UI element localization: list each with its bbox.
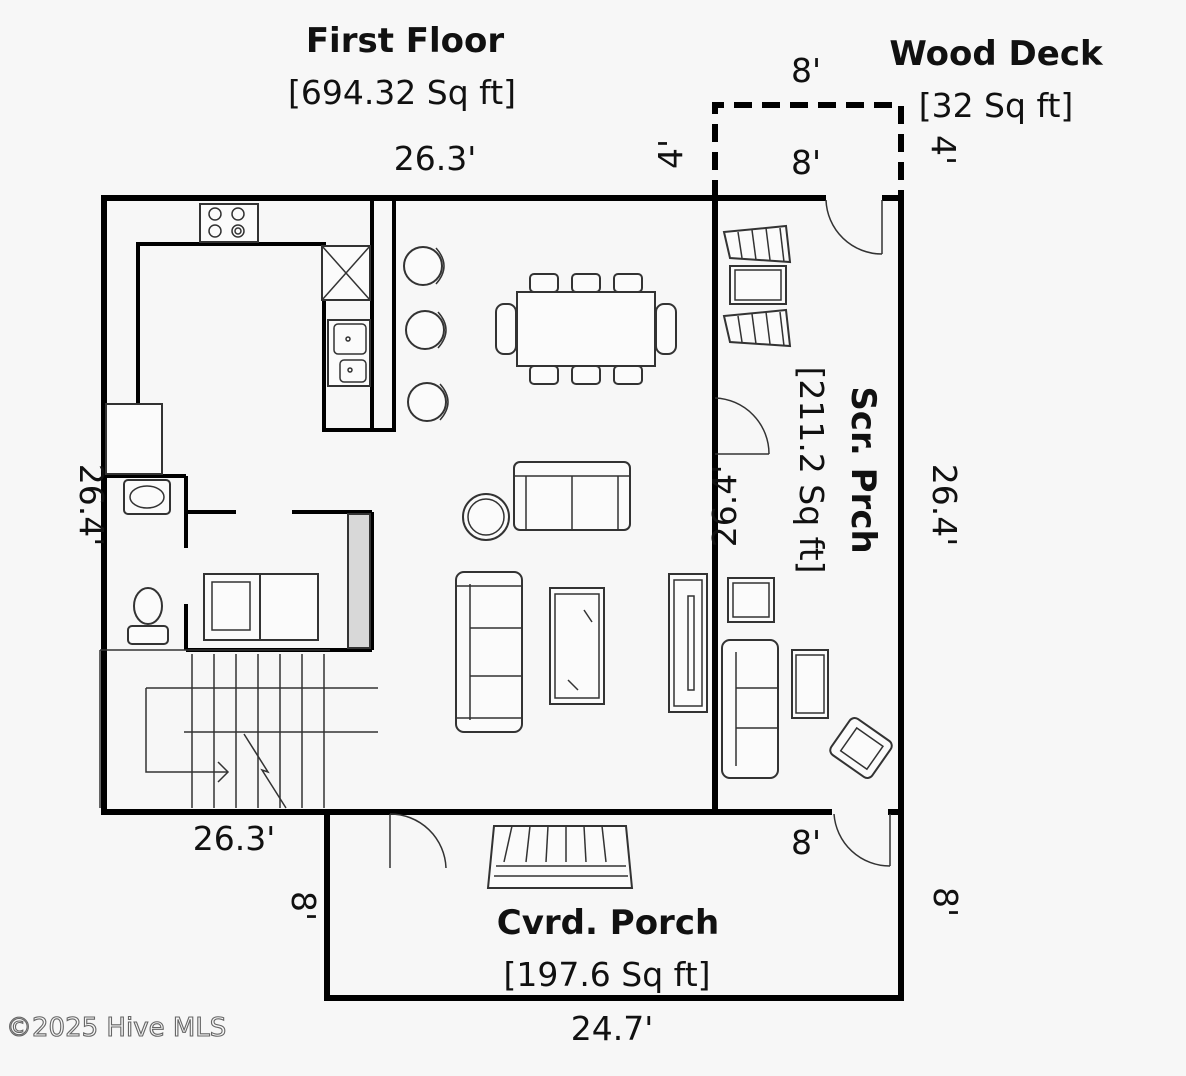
first-floor-dim-left: 26.4' xyxy=(72,464,111,547)
loveseat-icon xyxy=(513,461,631,531)
refrigerator-icon xyxy=(321,245,371,301)
side-table-icon xyxy=(727,265,829,719)
screened-porch-dim-right: 26.4' xyxy=(925,464,964,547)
covered-porch-dim-right: 8' xyxy=(926,887,965,917)
door-icon[interactable] xyxy=(389,199,891,869)
wood-deck-title: Wood Deck xyxy=(889,34,1104,74)
bar-stool-icon xyxy=(403,246,449,422)
stairs-icon xyxy=(99,649,378,809)
bench-icon xyxy=(486,825,634,889)
first-floor-dim-bottom: 26.3' xyxy=(193,819,276,858)
rocking-chair-icon xyxy=(722,224,792,348)
dining-table-icon xyxy=(516,291,656,367)
screened-porch-dim-left: 26.4' xyxy=(705,465,744,548)
covered-porch-area: [197.6 Sq ft] xyxy=(503,955,710,994)
first-floor-dim-top: 26.3' xyxy=(394,139,477,178)
wood-deck-dim-right: 4' xyxy=(924,135,963,165)
first-floor-title: First Floor xyxy=(306,21,505,61)
screened-porch-area: [211.2 Sq ft] xyxy=(792,366,831,573)
sink-icon xyxy=(327,319,371,387)
range-icon xyxy=(199,203,259,243)
first-floor-area: [694.32 Sq ft] xyxy=(288,73,516,112)
wood-deck-dim-top-inner: 8' xyxy=(791,143,821,182)
covered-porch-dim-left: 8' xyxy=(284,891,323,921)
washer-dryer-icon xyxy=(203,573,319,641)
screened-porch-title: Scr. Prch xyxy=(843,386,883,553)
watermark: ©2025 Hive MLS xyxy=(6,1013,226,1043)
wood-deck-dim-left: 4' xyxy=(651,139,690,169)
armchair-icon xyxy=(829,716,893,780)
chair-icon xyxy=(495,273,677,385)
tv-console-icon xyxy=(668,573,708,713)
refrigerator-icon xyxy=(105,403,163,475)
counter-icon xyxy=(347,513,371,649)
wood-deck-dim-top-outer: 8' xyxy=(791,51,821,90)
exterior-walls xyxy=(101,102,904,1001)
round-table-icon xyxy=(462,493,510,541)
wood-deck-area: [32 Sq ft] xyxy=(919,86,1074,125)
coffee-table-icon xyxy=(549,587,605,705)
sink-icon xyxy=(123,479,171,515)
wood-deck-outline xyxy=(712,102,904,198)
covered-porch-title: Cvrd. Porch xyxy=(497,903,719,943)
covered-porch-dim-bottom: 24.7' xyxy=(571,1009,654,1048)
sofa-icon xyxy=(455,571,523,733)
sofa-icon xyxy=(721,639,779,779)
screened-porch-dim-bottom: 8' xyxy=(791,823,821,862)
toilet-icon xyxy=(127,587,169,645)
